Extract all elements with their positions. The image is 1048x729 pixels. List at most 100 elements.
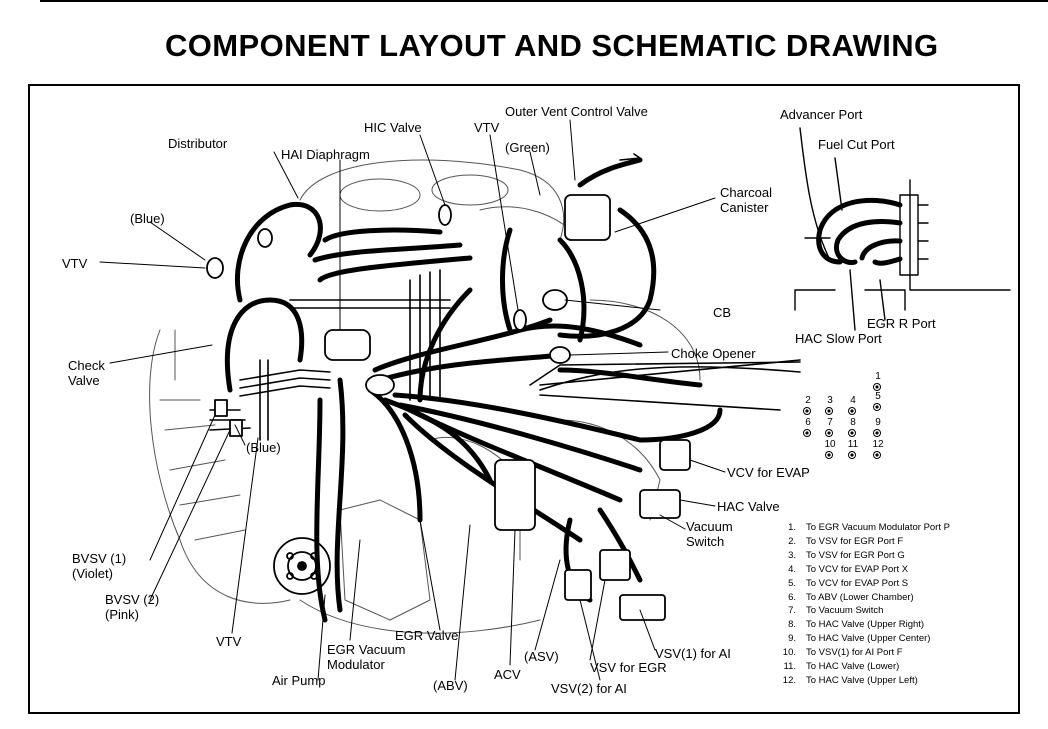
vcv-shape: [659, 439, 691, 471]
vtv-top-shape: [513, 309, 527, 331]
legend-item-number: 11.: [783, 661, 796, 673]
legend-item-text: To VCV for EVAP Port X: [806, 563, 909, 575]
port-number: 7: [827, 417, 833, 428]
legend-item-text: To HAC Valve (Lower): [806, 661, 900, 673]
top-rule: [40, 0, 1048, 8]
diagram-frame: [28, 84, 1020, 714]
label-green: (Green): [505, 140, 550, 155]
legend-item-number: 10.: [782, 647, 796, 659]
bvsv1-shape: [214, 399, 228, 417]
engine-outline-top: [299, 159, 565, 241]
label-bvsv2: BVSV (2) (Pink): [105, 592, 160, 622]
port-number: 6: [805, 417, 811, 428]
legend-item-number: 1.: [788, 522, 796, 533]
legend-item: 2.To VSV for EGR Port F: [766, 535, 950, 549]
label-asv: (ASV): [524, 649, 559, 664]
vtv-left-shape: [206, 257, 224, 279]
label-hac-slow-port: HAC Slow Port: [795, 331, 882, 346]
port-circle: [803, 429, 811, 437]
legend-item-text: To Vacuum Switch: [806, 605, 884, 617]
port-circle: [825, 451, 833, 459]
legend-item-number: 6.: [788, 591, 796, 603]
label-hac-valve: HAC Valve: [717, 499, 780, 514]
tvsv-block: [365, 374, 395, 396]
legend-item-text: To HAC Valve (Upper Left): [806, 674, 918, 686]
engine-outline-left: [149, 329, 291, 604]
port-number: 5: [875, 391, 881, 402]
label-fuel-cut-port: Fuel Cut Port: [818, 137, 895, 152]
label-air-pump: Air Pump: [272, 673, 326, 688]
label-vtv-left: VTV: [62, 256, 88, 271]
legend-item: 10. To VSV(1) for AI Port F: [766, 646, 950, 660]
charcoal-canister-shape: [564, 194, 611, 241]
port-circle: [848, 407, 856, 415]
port-circle: [825, 429, 833, 437]
port-number: 9: [875, 417, 881, 428]
hai-diaphragm-shape: [324, 329, 371, 361]
page-title: COMPONENT LAYOUT AND SCHEMATIC DRAWING: [165, 28, 939, 63]
legend-item: 3. To VSV for EGR Port G: [766, 549, 950, 563]
port-number: 8: [850, 417, 856, 428]
label-vsv-egr: VSV for EGR: [590, 660, 667, 675]
label-vsv1-ai: VSV(1) for AI: [655, 646, 731, 661]
legend-item-text: To HAC Valve (Upper Center): [806, 633, 931, 645]
legend-item-number: 4.: [788, 563, 796, 575]
port-circle: [848, 451, 856, 459]
vsv2-shape: [564, 569, 592, 601]
label-advancer-port: Advancer Port: [780, 107, 863, 122]
legend-item-number: 8.: [788, 619, 796, 631]
label-vcv-evap: VCV for EVAP: [727, 465, 810, 480]
label-charcoal-canister: Charcoal Canister: [720, 185, 773, 215]
port-circle: [873, 403, 881, 411]
legend-item-text: To VSV for EGR Port G: [806, 549, 905, 561]
air-pump-pulley: [273, 537, 331, 595]
label-bvsv1: BVSV (1) (Violet): [72, 551, 127, 581]
label-distributor: Distributor: [168, 136, 228, 151]
choke-opener-shape: [549, 346, 571, 364]
label-blue-top: (Blue): [130, 211, 165, 226]
legend-item-text: To VSV(1) for AI Port F: [806, 647, 903, 659]
legend-item: 11. To HAC Valve (Lower): [766, 660, 950, 674]
label-vacuum-switch: Vacuum Switch: [686, 519, 733, 549]
label-cb: CB: [713, 305, 732, 320]
port-inset-hoses: [816, 197, 903, 266]
legend-item-number: 7.: [788, 605, 796, 617]
label-check-valve: Check Valve: [68, 358, 105, 388]
legend-item-text: To VSV for EGR Port F: [806, 535, 904, 547]
label-hai-diaphragm: HAI Diaphragm: [281, 147, 370, 162]
legend-item: 7. To Vacuum Switch: [766, 604, 950, 618]
label-egr-vacuum-modulator: EGR Vacuum Modulator: [327, 642, 406, 672]
label-vsv2-ai: VSV(2) for AI: [551, 681, 627, 696]
hac-valve-shape: [639, 489, 681, 519]
legend-item-number: 12.: [782, 674, 796, 686]
label-egr-r-port: EGR R Port: [867, 316, 936, 331]
hic-valve-shape: [438, 204, 452, 226]
port-circle: [873, 451, 881, 459]
legend-item-number: 5.: [788, 577, 796, 589]
legend-item-text: To ABV (Lower Chamber): [806, 591, 914, 603]
label-outer-vent: Outer Vent Control Valve: [505, 104, 648, 119]
legend-item-number: 9.: [788, 633, 796, 645]
acv-shape: [494, 459, 536, 531]
label-choke-opener: Choke Opener: [671, 346, 756, 361]
legend-item: 9. To HAC Valve (Upper Center): [766, 632, 950, 646]
port-number: 2: [805, 395, 811, 406]
legend-item-number: 3.: [788, 549, 796, 561]
label-vtv-top: VTV: [474, 120, 500, 135]
port-number: 10: [824, 439, 836, 450]
port-inset: [794, 127, 1011, 331]
label-abv: (ABV): [433, 678, 468, 693]
port-number: 12: [872, 439, 884, 450]
legend-item: 4. To VCV for EVAP Port X: [766, 563, 950, 577]
label-egr-valve: EGR Valve: [395, 628, 459, 643]
legend-item-text: To EGR Vacuum Modulator Port P: [806, 522, 950, 533]
port-circle: [848, 429, 856, 437]
port-number: 1: [875, 371, 881, 382]
vsv1-shape: [619, 594, 666, 621]
port-circle: [825, 407, 833, 415]
port-number: 3: [827, 395, 833, 406]
legend-item: 1. To EGR Vacuum Modulator Port P: [766, 521, 950, 535]
port-circle: [873, 383, 881, 391]
legend-item: 8.To HAC Valve (Upper Right): [766, 618, 950, 632]
